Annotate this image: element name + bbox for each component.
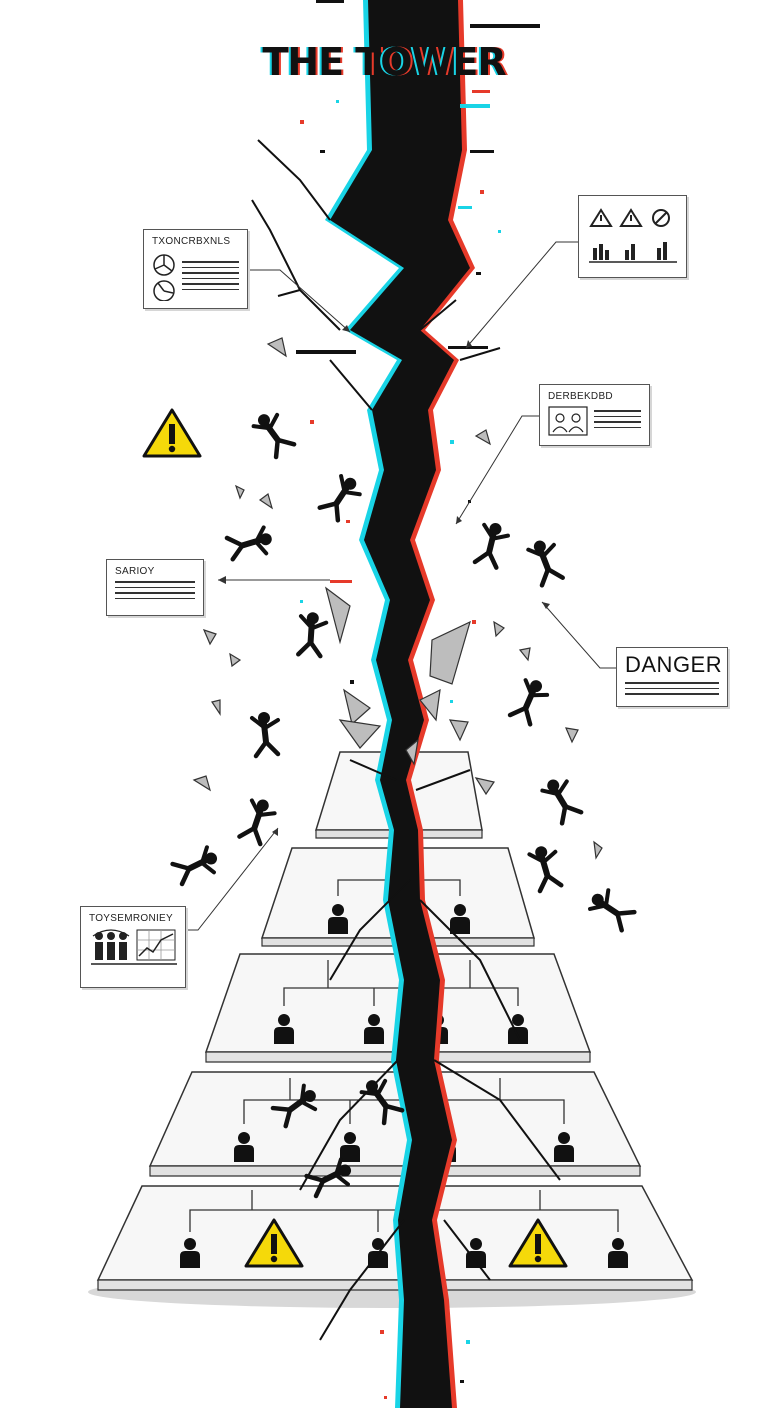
callout-arrowheads: [218, 325, 550, 836]
chart-icon: [589, 208, 677, 263]
callout-leaders: [186, 241, 616, 931]
warning-icon: [142, 408, 202, 458]
callout-label: TOYSEMRONIEY: [89, 913, 173, 924]
pixel-debris: [300, 100, 501, 1399]
callout-label: DERBEKDBD: [548, 391, 613, 402]
tower-crack: [251, 0, 561, 1408]
person-icon: [548, 406, 588, 436]
danger-label: DANGER: [625, 652, 723, 677]
callout-box-danger: DANGER: [616, 647, 728, 707]
callout-box-left-mid: SARIOY: [106, 559, 204, 616]
tower-tier-4: [148, 1071, 642, 1177]
callout-label: SARIOY: [115, 566, 155, 577]
page-title: THE TOWER: [262, 40, 506, 84]
callout-box-right-mid: DERBEKDBD: [539, 384, 650, 446]
callout-box-bottom-left: TOYSEMRONIEY: [80, 906, 186, 988]
pie-chart-icon: [153, 254, 175, 301]
callout-box-top-right: [578, 195, 687, 278]
chart-icon: [91, 929, 177, 965]
callout-label: TXONCRBXNLS: [152, 236, 231, 247]
callout-box-top-left: TXONCRBXNLS: [143, 229, 248, 309]
falling-shards: [192, 337, 603, 860]
